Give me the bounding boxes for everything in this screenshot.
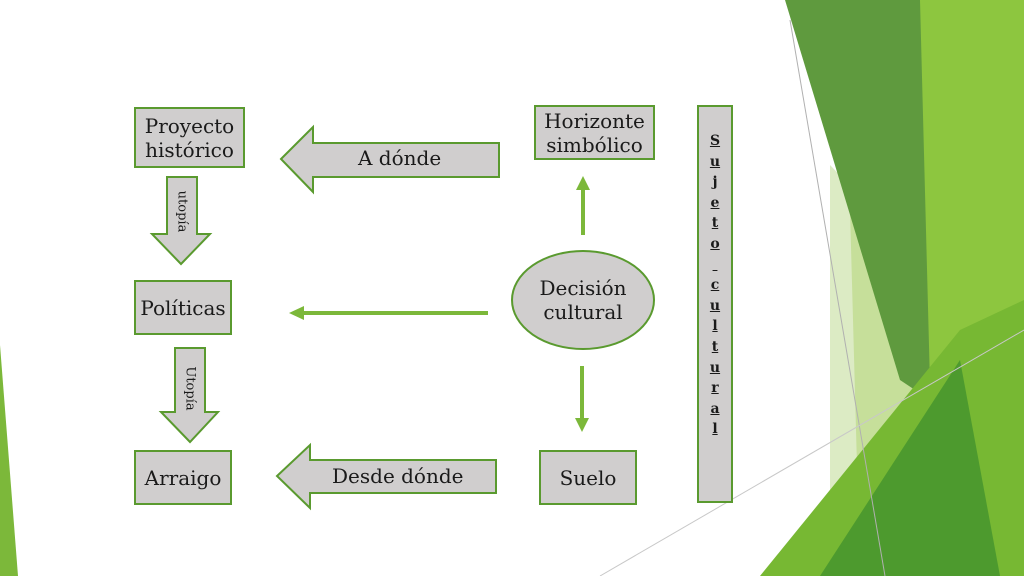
horizonte-line-1: Horizonte [544, 108, 645, 133]
sujeto-cultural-letter: t [711, 338, 719, 355]
politicas-label: Políticas [140, 295, 226, 320]
sujeto-cultural-letter: o [710, 235, 720, 252]
decorative-line-1 [789, 19, 886, 576]
sujeto-cultural-letter [699, 255, 731, 276]
arraigo-box: Arraigo [134, 450, 232, 505]
sujeto-cultural-letter: j [712, 174, 718, 191]
sujeto-cultural-letter: u [709, 359, 721, 376]
sujeto-cultural-letter: l [712, 421, 718, 438]
decorative-line-2 [599, 329, 1024, 576]
right-accent-bottom-dark [820, 360, 1000, 576]
decision-line-1: Decisión [539, 276, 627, 300]
suelo-label: Suelo [559, 465, 617, 490]
suelo-box: Suelo [539, 450, 637, 505]
proyecto-line-2: histórico [145, 137, 234, 162]
utopia-label-2: Utopía [182, 366, 198, 411]
utopia-down-arrow-2 [158, 347, 221, 444]
sujeto-cultural-letter: u [709, 297, 721, 314]
sujeto-cultural-letter: e [710, 194, 720, 211]
sujeto-cultural-letter: S [709, 133, 721, 149]
proyecto-line-1: Proyecto [144, 113, 235, 138]
horizonte-simbolico-box: Horizonte simbólico [534, 105, 655, 160]
sujeto-cultural-letter: t [711, 215, 719, 232]
politicas-box: Políticas [134, 280, 232, 335]
sujeto-cultural-letter: l [712, 318, 718, 335]
decision-line-2: cultural [543, 300, 623, 324]
a-donde-label: A dónde [358, 146, 442, 170]
sujeto-cultural-letter: r [711, 380, 719, 397]
horizonte-line-2: simbólico [546, 132, 643, 157]
desde-donde-label: Desde dónde [332, 464, 464, 488]
utopia-label-1: utopía [174, 190, 190, 233]
arraigo-label: Arraigo [144, 465, 222, 490]
a-donde-block-arrow [279, 124, 500, 195]
utopia-down-arrow-1 [149, 176, 213, 266]
sujeto-cultural-letter: a [710, 400, 720, 417]
arrow-down-head [575, 418, 589, 432]
proyecto-historico-box: Proyecto histórico [134, 107, 245, 168]
left-accent-shape [0, 345, 18, 576]
desde-donde-block-arrow [275, 442, 497, 511]
arrow-left-head [289, 306, 304, 320]
sujeto-cultural-letter: c [710, 277, 720, 294]
arrow-up-head [576, 176, 590, 190]
sujeto-cultural-letter: u [709, 153, 721, 170]
decision-cultural-ellipse [511, 250, 655, 350]
decision-cultural-label: Decisión cultural [520, 276, 646, 324]
